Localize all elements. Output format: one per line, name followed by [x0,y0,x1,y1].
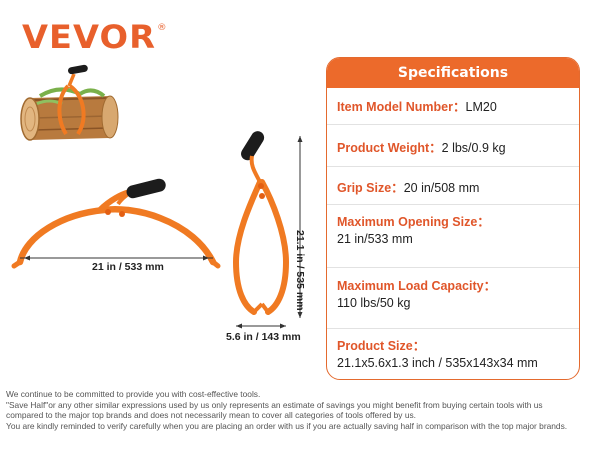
spec-max-opening: Maximum Opening Size： 21 in/533 mm [327,204,579,267]
spec-label: Product Weight： [337,141,442,155]
brand-logo: VEVOR® [22,18,167,56]
spec-product-weight: Product Weight：2 lbs/0.9 kg [327,124,579,166]
spec-product-size: Product Size： 21.1x5.6x1.3 inch / 535x14… [327,328,579,379]
disclaimer-text: We continue to be committed to provide y… [6,389,598,431]
spec-label: Maximum Opening Size： [337,215,490,229]
brand-name: VEVOR [22,18,157,56]
spec-model-number: Item Model Number：LM20 [327,88,579,124]
disclaimer-line: You are kindly reminded to verify carefu… [6,420,568,431]
disclaimer-line: We continue to be committed to provide y… [6,389,261,399]
closed-tongs-image [232,131,303,329]
height-label: 21.1 in / 535 mm [294,230,306,311]
spec-label: Product Size： [337,339,426,353]
spec-value: 21.1x5.6x1.3 inch / 535x143x34 mm [337,356,538,370]
spec-value: 2 lbs/0.9 kg [441,141,506,155]
disclaimer-line: compared to the major top brands and doe… [6,410,416,420]
specifications-title: Specifications [327,58,579,88]
open-tongs-image [11,178,221,269]
spec-label: Maximum Load Capacity： [337,279,497,293]
spec-grip-size: Grip Size：20 in/508 mm [327,166,579,204]
log-with-tongs-image [20,64,119,141]
spec-label: Grip Size： [337,181,404,195]
spec-value: 110 lbs/50 kg [337,296,411,310]
spec-value: 21 in/533 mm [337,232,413,246]
spec-max-load: Maximum Load Capacity： 110 lbs/50 kg [327,267,579,328]
disclaimer-line: "Save Half"or any other similar expressi… [6,399,543,410]
closed-width-label: 5.6 in / 143 mm [226,331,301,343]
registered-mark: ® [157,23,167,34]
open-width-label: 21 in / 533 mm [92,261,164,273]
spec-value: 20 in/508 mm [403,181,480,195]
spec-label: Item Model Number： [337,100,466,114]
specifications-panel: Specifications Item Model Number：LM20 Pr… [326,57,580,380]
spec-value: LM20 [465,100,497,114]
